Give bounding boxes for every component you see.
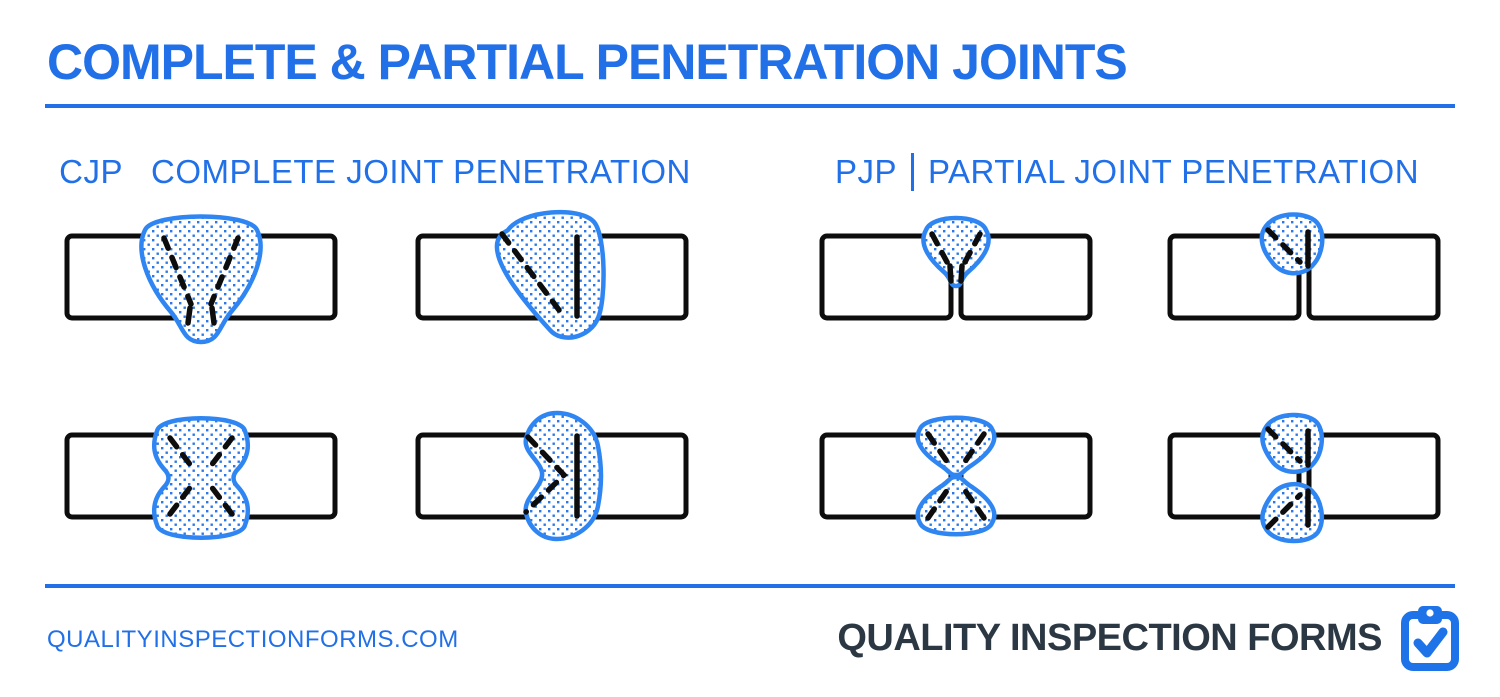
- header-divider-bar: [910, 153, 914, 191]
- website-text: QUALITYINSPECTIONFORMS.COM: [47, 626, 459, 653]
- diagram-pjp-single-v-groove: [819, 215, 1093, 321]
- section-header-cjp: CJP COMPLETE JOINT PENETRATION: [59, 150, 690, 194]
- diagram-pjp-single-bevel-groove: [1167, 212, 1441, 321]
- page-title: COMPLETE & PARTIAL PENETRATION JOINTS: [47, 34, 1128, 90]
- diagram-cjp-double-v-groove: [64, 416, 338, 540]
- cjp-abbr: CJP: [59, 153, 123, 190]
- section-header-pjp: PJP PARTIAL JOINT PENETRATION: [822, 150, 1432, 194]
- title-divider-line: [45, 104, 1455, 108]
- diagram-cjp-double-bevel-groove: [415, 410, 689, 542]
- footer-divider-line: [45, 584, 1455, 588]
- diagram-cjp-single-bevel-groove: [415, 209, 689, 340]
- clipboard-check-icon: [1401, 606, 1459, 671]
- cjp-label: COMPLETE JOINT PENETRATION: [151, 153, 691, 190]
- diagram-pjp-double-bevel-groove: [1167, 412, 1441, 544]
- diagram-cjp-single-v-groove: [64, 214, 338, 345]
- brand-lockup: QUALITY INSPECTION FORMS: [837, 604, 1462, 672]
- pjp-abbr: PJP: [834, 153, 897, 190]
- brand-name: QUALITY INSPECTION FORMS: [837, 616, 1382, 659]
- pjp-label: PARTIAL JOINT PENETRATION: [927, 153, 1420, 190]
- diagram-pjp-double-v-groove: [819, 415, 1093, 537]
